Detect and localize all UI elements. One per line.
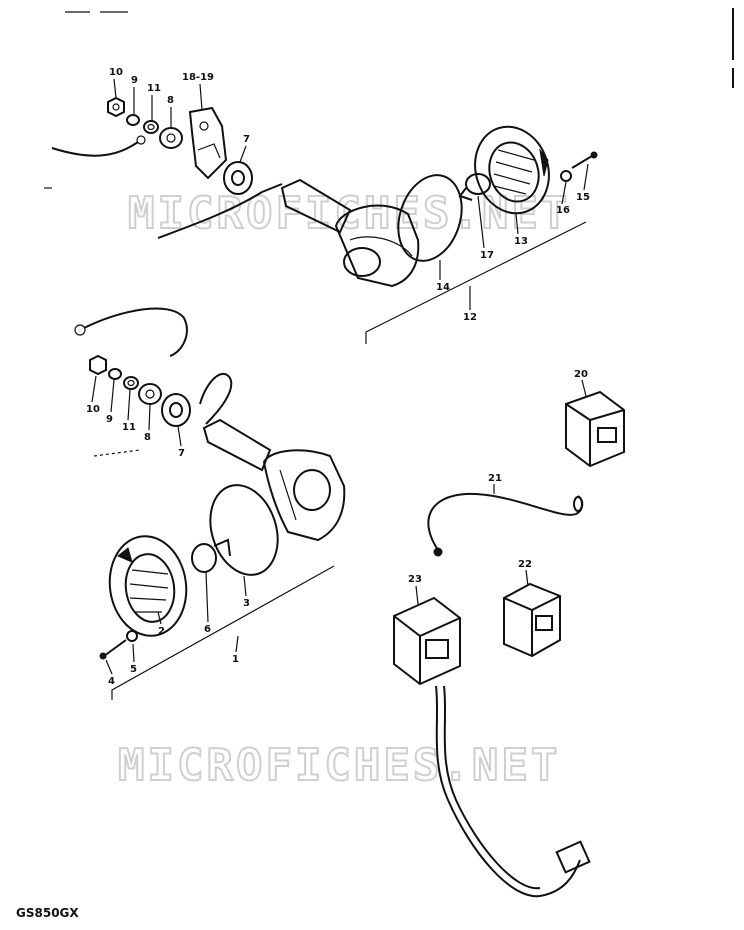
- lead-wire-21: [427, 492, 584, 557]
- callout-22: 22: [518, 559, 532, 570]
- lower-bulb: [191, 538, 231, 573]
- callout-3: 3: [243, 598, 250, 609]
- top-bracket: [188, 106, 228, 180]
- callout-11-top: 11: [147, 83, 161, 94]
- top-assembly-bracket: [365, 221, 587, 344]
- top-wire: [157, 183, 283, 239]
- top-lens-washer: [560, 170, 572, 182]
- lower-nut: [89, 354, 107, 376]
- lower-grommet: [161, 393, 191, 427]
- callout-5: 5: [130, 664, 137, 675]
- callout-7-lower: 7: [178, 448, 185, 459]
- callout-2: 2: [158, 626, 165, 637]
- unit-23: [393, 596, 461, 686]
- callout-23: 23: [408, 574, 422, 585]
- top-washer-11: [143, 120, 159, 134]
- top-gasket: [397, 174, 463, 262]
- callout-9-lower: 9: [106, 414, 113, 425]
- callout-7-top: 7: [243, 134, 250, 145]
- top-lock-washer: [126, 114, 140, 126]
- lower-dashed-wire: [93, 449, 141, 457]
- top-lens-screw: [571, 151, 598, 169]
- callout-8-top: 8: [167, 95, 174, 106]
- top-lens: [474, 125, 550, 215]
- relay-20: [565, 390, 625, 468]
- model-code: GS850GX: [16, 906, 79, 920]
- lower-washer-11: [123, 376, 139, 390]
- lower-lens: [108, 535, 188, 637]
- top-stem-housing: [280, 178, 420, 288]
- callout-17: 17: [480, 250, 494, 261]
- callout-11-lower: 11: [122, 422, 136, 433]
- lower-lens-washer: [126, 630, 138, 642]
- scan-marks: [44, 8, 734, 189]
- lower-stem-housing: [202, 418, 346, 542]
- callout-14: 14: [436, 282, 450, 293]
- callout-20: 20: [574, 369, 588, 380]
- callout-18-19: 18-19: [182, 72, 214, 83]
- callout-15: 15: [576, 192, 590, 203]
- lower-gasket: [209, 484, 279, 576]
- callout-1: 1: [232, 654, 239, 665]
- top-grommet: [223, 161, 253, 195]
- callout-21: 21: [488, 473, 502, 484]
- top-nut: [107, 96, 125, 118]
- callout-10-lower: 10: [86, 404, 100, 415]
- lower-wire-loop: [199, 372, 233, 425]
- callout-8-lower: 8: [144, 432, 151, 443]
- lower-lens-screw: [99, 639, 127, 660]
- lower-washer-8: [138, 383, 162, 405]
- lower-wire-lead: [74, 307, 188, 357]
- callout-13: 13: [514, 236, 528, 247]
- top-washer-8: [159, 127, 183, 149]
- callout-10-top: 10: [109, 67, 123, 78]
- harness-23: [435, 685, 591, 898]
- relay-22: [503, 582, 561, 658]
- watermark-bottom: MICROFICHES.NET: [118, 740, 560, 791]
- lower-lock-washer: [108, 368, 122, 380]
- lower-assembly-bracket: [111, 565, 335, 700]
- callout-9-top: 9: [131, 75, 138, 86]
- callout-4: 4: [108, 676, 115, 687]
- callout-16: 16: [556, 205, 570, 216]
- callout-6: 6: [204, 624, 211, 635]
- callout-12: 12: [463, 312, 477, 323]
- top-wire-lead: [51, 135, 146, 157]
- top-bulb: [458, 173, 491, 201]
